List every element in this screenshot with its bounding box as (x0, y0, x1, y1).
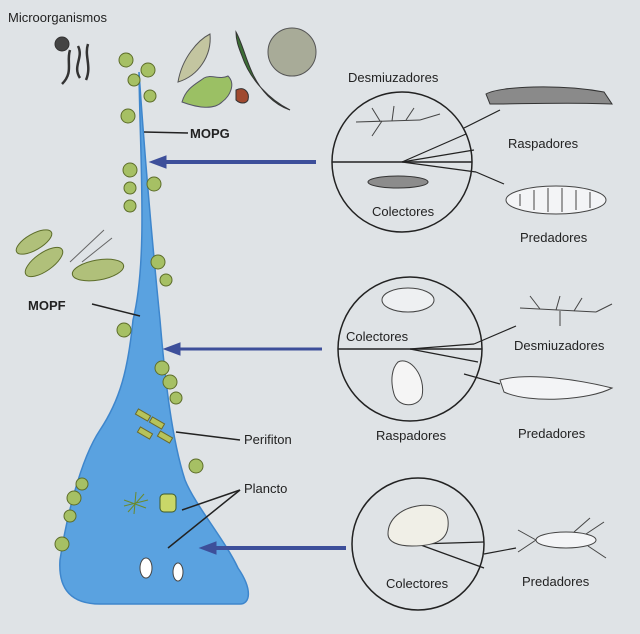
middle-desmiuzadores-label: Desmiuzadores (514, 338, 605, 353)
river-shape (59, 71, 250, 605)
cluster-dot (66, 490, 82, 506)
mayfly-larva-icon (519, 295, 613, 326)
cluster-dot (123, 181, 137, 195)
perifiton-label: Perifiton (244, 432, 292, 447)
cluster-dot (75, 477, 89, 491)
cluster-dot (122, 162, 138, 178)
plancto-label: Plancto (244, 481, 287, 496)
diatom-star-icon (123, 491, 149, 515)
cluster-dot (188, 458, 204, 474)
periphyton-icon (134, 408, 174, 444)
predator-insect-icon (517, 517, 607, 559)
top-desmiuzadores-label: Desmiuzadores (348, 70, 439, 85)
rotifer-icon (139, 557, 153, 579)
leaf-icon (177, 33, 211, 83)
mopf-label: MOPF (28, 298, 66, 313)
cluster-dot (143, 89, 157, 103)
arrowhead-middle (162, 342, 181, 356)
bottom-predadores-label: Predadores (522, 574, 590, 589)
leaves-illustration (177, 27, 317, 111)
top-predadores-label: Predadores (520, 230, 588, 245)
microorganisms-icon (54, 36, 90, 85)
bottom-feeding-group: Colectores Predadores (351, 477, 607, 611)
flow-arrows (148, 155, 346, 555)
top-raspadores-label: Raspadores (508, 136, 579, 151)
mopg-pointer (143, 131, 189, 134)
bottom-colectores-label: Colectores (386, 576, 449, 591)
top-colectores-label: Colectores (372, 204, 435, 219)
mopf-algae-illustration (15, 229, 125, 282)
cluster-dot (162, 374, 178, 390)
stonefly-larva-icon (499, 376, 614, 400)
plancto-pointer-1 (181, 489, 241, 511)
plankton-icons (123, 491, 184, 582)
cluster-dot (146, 176, 162, 192)
microorganisms-label: Microorganismos (8, 10, 107, 25)
cluster-dot (118, 52, 134, 68)
middle-feeding-group: Colectores Raspadores Desmiuzadores Pred… (337, 276, 614, 443)
cluster-dot (116, 322, 132, 338)
cluster-dot (120, 108, 136, 124)
clam-icon (387, 504, 449, 547)
bottom-group-circle (351, 477, 485, 611)
plancto-pointer-2 (167, 489, 241, 549)
cluster-dot (127, 73, 141, 87)
oak-leaf-icon (181, 75, 233, 108)
cluster-dot (123, 199, 137, 213)
cluster-dot (63, 509, 77, 523)
cluster-dot (150, 254, 166, 270)
arrowhead-top (148, 155, 167, 169)
cluster-dot (140, 62, 156, 78)
case-larva-icon (485, 86, 613, 105)
snail-larva-icon (381, 287, 435, 313)
middle-predadores-label: Predadores (518, 426, 586, 441)
middle-colectores-label: Colectores (346, 329, 409, 344)
perifiton-pointer (175, 431, 241, 441)
top-feeding-group: Desmiuzadores Colectores Raspadores Pred… (331, 70, 613, 245)
snail-shell-icon (391, 360, 424, 406)
cluster-dot (159, 273, 173, 287)
mopf-pointer (91, 303, 141, 317)
caddis-larva-icon (367, 175, 429, 189)
arrowhead-bottom (198, 541, 217, 555)
cluster-dot (169, 391, 183, 405)
middle-raspadores-label: Raspadores (376, 428, 447, 443)
colony-icon (159, 493, 177, 513)
mopg-label: MOPG (190, 126, 230, 141)
mayfly-larva-icon (355, 105, 441, 137)
acorn-icon (235, 88, 249, 104)
round-leaf-icon (267, 27, 317, 77)
zooplankton-icon (172, 562, 184, 582)
cluster-dot (54, 536, 70, 552)
cluster-dot (154, 360, 170, 376)
algae-clusters (54, 52, 204, 552)
predator-larva-icon (505, 185, 607, 215)
long-leaf-icon (235, 30, 291, 111)
